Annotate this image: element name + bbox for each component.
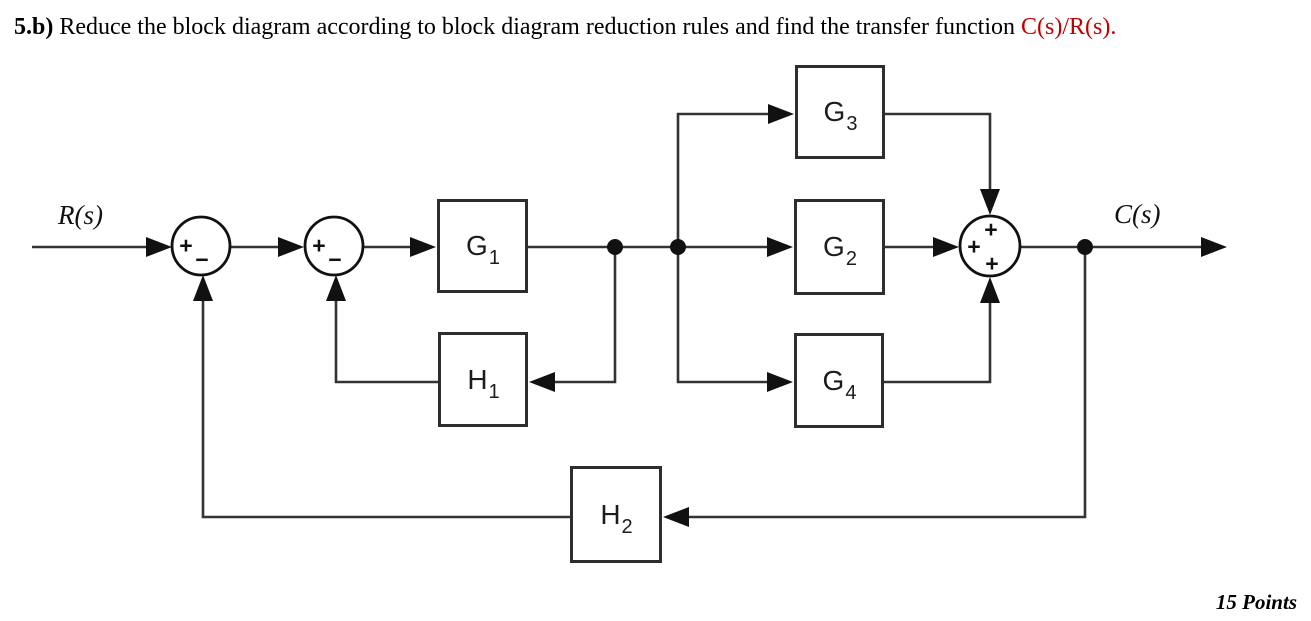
wire-h1-to-sum2 [326,275,438,384]
block-G2: G2 [794,199,885,295]
block-G4: G4 [794,333,884,428]
arrowhead [768,104,794,124]
block-H2-subscript: 2 [621,515,633,538]
output-signal-label: C(s) [1114,199,1161,229]
block-H2-letter: H [600,498,621,530]
block-G3-letter: G [823,96,846,127]
block-H2: H2 [570,466,662,563]
arrowhead [767,372,793,392]
wire-g3-to-sum3 [885,112,1000,215]
block-G4-label: G4 [822,364,857,403]
arrowhead [663,507,689,527]
block-G4-letter: G [822,364,845,396]
block-G1-subscript: 1 [488,247,500,269]
wire-branch1-to-h1 [529,247,617,392]
block-G1-letter: G [466,230,488,261]
block-G2-subscript: 2 [845,248,857,270]
question-title: 5.b) Reduce the block diagram according … [14,14,1116,41]
arrowhead [326,275,346,301]
wire-sum1-to-sum2 [230,237,304,257]
block-G3-label: G3 [823,96,858,135]
block-G3-subscript: 3 [846,113,858,135]
wire-branch2-to-g3 [676,104,794,247]
arrowhead [193,275,213,301]
points-label: 15 Points [1215,590,1297,614]
block-H1-subscript: 1 [488,380,500,403]
wire-branch2-to-g4 [676,247,793,392]
question-text: Reduce the block diagram according to bl… [53,14,1022,40]
wire-g2-to-sum3 [885,237,959,257]
branch-point-output [1077,239,1093,255]
wire-input-to-sum1 [32,237,172,257]
sum2-minus-sign: − [328,246,342,273]
arrowhead [767,237,793,257]
sum1-minus-sign: − [195,246,209,273]
arrowhead [933,237,959,257]
block-H1-letter: H [467,363,488,395]
block-H1: H1 [438,332,528,427]
block-G2-letter: G [823,231,845,262]
sum3-plus-sign-left: + [967,233,981,260]
arrowhead [980,189,1000,215]
wire-output-to-h2 [663,247,1087,527]
arrowhead [146,237,172,257]
block-G3: G3 [795,65,885,159]
wire-g1-to-g2 [528,237,793,257]
branch-point-1 [607,239,623,255]
block-H2-label: H2 [600,498,632,537]
arrowhead [278,237,304,257]
arrowhead [529,372,555,392]
transfer-function-highlight: C(s)/R(s). [1021,14,1117,40]
branch-point-2 [670,239,686,255]
sum1-plus-sign: + [179,232,193,259]
wire-h2-to-sum1 [193,275,570,519]
arrowhead [980,277,1000,303]
block-G2-label: G2 [823,231,857,270]
question-number: 5.b) [14,14,54,40]
arrowhead [410,237,436,257]
sum2-plus-sign: + [312,232,326,259]
block-G4-subscript: 4 [845,381,857,404]
block-G1-label: G1 [466,230,500,269]
sum3-plus-sign-bottom: + [985,250,999,277]
input-signal-label: R(s) [58,200,103,230]
block-G1: G1 [437,199,528,293]
wire-g4-to-sum3 [884,277,1000,384]
wire-sum3-to-output [1020,237,1227,257]
block-H1-label: H1 [467,363,499,402]
sum3-plus-sign-top: + [984,216,998,243]
summing-junction-3 [958,214,1022,278]
wire-sum2-to-g1 [363,237,436,257]
arrowhead [1201,237,1227,257]
summing-junction-2 [303,215,365,277]
summing-junction-1 [170,215,232,277]
